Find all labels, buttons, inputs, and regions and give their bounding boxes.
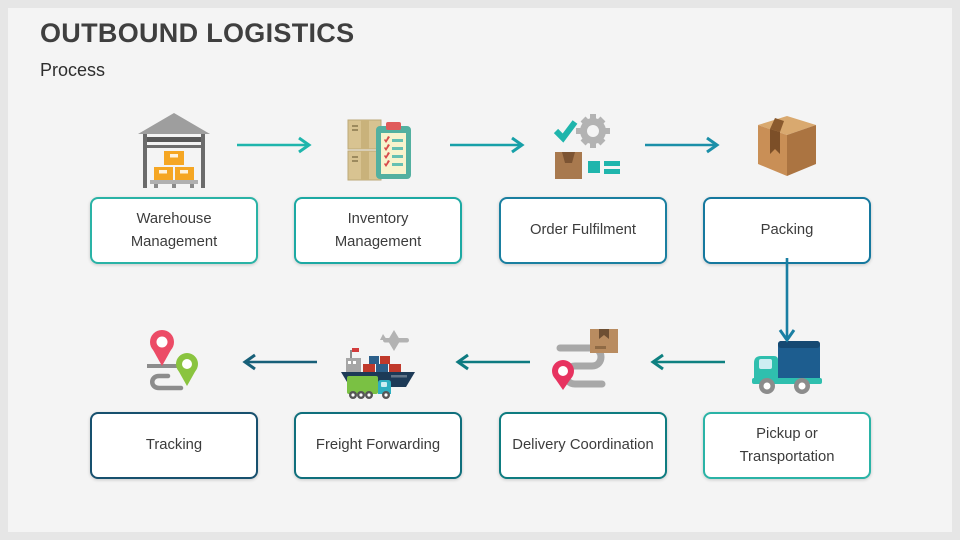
step-label: Tracking	[145, 437, 203, 454]
arrow-right-icon	[450, 136, 525, 154]
arrow-right-icon	[645, 136, 720, 154]
slide-title: OUTBOUND LOGISTICS	[40, 18, 355, 48]
arrow-left-icon	[650, 353, 725, 371]
step-label: Warehouse Management	[130, 211, 218, 250]
packing-box-icon	[758, 116, 816, 176]
delivery-truck-icon	[752, 341, 822, 394]
step-label: Freight Forwarding	[315, 437, 441, 454]
step-label: Order Fulfilment	[529, 222, 637, 239]
map-pins-route-icon	[147, 330, 198, 391]
slide-canvas: OUTBOUND LOGISTICS Process	[8, 8, 952, 532]
inventory-clipboard-icon	[347, 119, 411, 181]
step-order-fulfilment[interactable]: Order Fulfilment	[499, 197, 667, 264]
plane-icon	[380, 330, 409, 351]
step-delivery-coordination[interactable]: Delivery Coordination	[499, 412, 667, 479]
slide-subtitle: Process	[40, 60, 106, 80]
step-inventory-management[interactable]: Inventory Management	[294, 197, 462, 264]
step-packing[interactable]: Packing	[703, 197, 871, 264]
warehouse-icon	[138, 113, 210, 188]
route-pin-package-icon	[552, 329, 618, 390]
step-label: Inventory Management	[334, 211, 422, 250]
step-tracking[interactable]: Tracking	[90, 412, 258, 479]
arrow-down-icon	[778, 258, 796, 343]
ship-plane-truck-icon	[341, 330, 415, 399]
arrow-left-icon	[455, 353, 530, 371]
step-warehouse-management[interactable]: Warehouse Management	[90, 197, 258, 264]
step-label: Delivery Coordination	[512, 437, 654, 454]
step-pickup-or-transportation[interactable]: Pickup or Transportation	[703, 412, 871, 479]
step-label: Pickup or Transportation	[739, 426, 835, 465]
arrow-left-icon	[242, 353, 317, 371]
step-label: Packing	[760, 222, 814, 239]
arrow-right-icon	[237, 136, 312, 154]
step-freight-forwarding[interactable]: Freight Forwarding	[294, 412, 462, 479]
order-gear-box-icon	[553, 114, 620, 179]
